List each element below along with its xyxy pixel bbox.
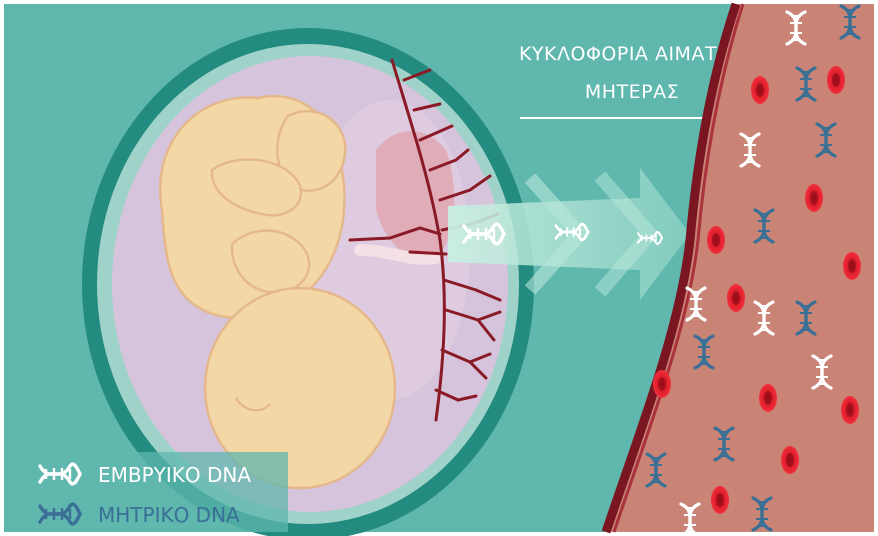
- red-blood-cell: [727, 284, 745, 312]
- legend-item-maternal: ΜΗΤΡΙΚΟ DNA: [40, 503, 240, 527]
- legend-label-fetal: ΕΜΒΡΥΙΚΟ DNA: [98, 463, 251, 487]
- title-line-2: ΜΗΤΕΡΑΣ: [585, 81, 679, 103]
- red-blood-cell: [843, 252, 861, 280]
- red-blood-cell: [841, 396, 859, 424]
- red-blood-cell: [653, 370, 671, 398]
- legend-label-maternal: ΜΗΤΡΙΚΟ DNA: [98, 503, 240, 527]
- title-line-1: ΚΥΚΛΟΦΟΡΙΑ ΑΙΜΑΤΟΣ: [519, 43, 745, 65]
- red-blood-cell: [805, 184, 823, 212]
- legend: ΕΜΒΡΥΙΚΟ DNA ΜΗΤΡΙΚΟ DNA: [4, 452, 288, 532]
- red-blood-cell: [827, 66, 845, 94]
- red-blood-cell: [711, 486, 729, 514]
- red-blood-cell: [759, 384, 777, 412]
- red-blood-cell: [781, 446, 799, 474]
- red-blood-cell: [751, 76, 769, 104]
- red-blood-cell: [707, 226, 725, 254]
